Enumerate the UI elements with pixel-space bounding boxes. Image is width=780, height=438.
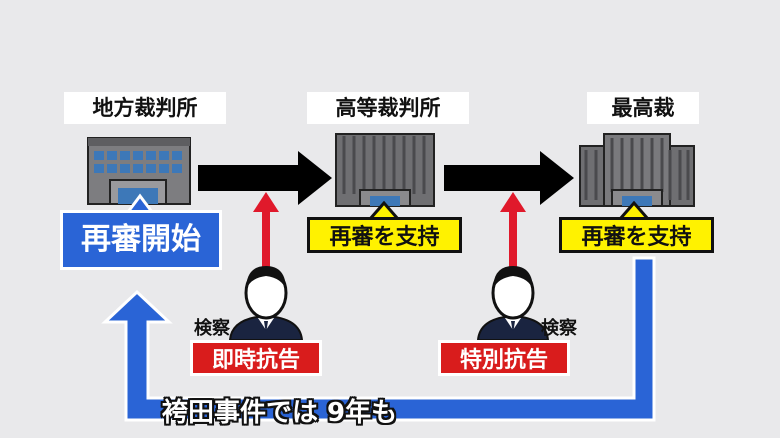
prosecutor-person-icon — [228, 266, 304, 341]
return-arrow — [101, 256, 656, 422]
caption: 袴田事件では 9年も — [162, 398, 398, 428]
prosecutor-person-icon — [476, 266, 550, 341]
supreme-decision-tag: 再審を支持 — [559, 217, 714, 253]
flow-arrow-district-to-high — [198, 151, 332, 205]
prosecutor-label-1: 検察 — [194, 318, 230, 339]
flow-arrow-high-to-supreme — [444, 151, 574, 205]
appeal-arrow-1 — [253, 192, 279, 272]
district-court-label: 地方裁判所 — [64, 92, 226, 124]
high-court-label: 高等裁判所 — [307, 92, 469, 124]
appeal-arrow-2 — [500, 192, 526, 272]
immediate-appeal-tag: 即時抗告 — [190, 340, 322, 376]
high-decision-tag: 再審を支持 — [307, 217, 462, 253]
supreme-court-label: 最高裁 — [587, 92, 699, 124]
special-appeal-tag: 特別抗告 — [438, 340, 570, 376]
high-court-building-icon — [335, 133, 435, 207]
district-court-building-icon — [87, 137, 191, 205]
prosecutor-label-2: 検察 — [541, 318, 577, 339]
district-decision-tag: 再審開始 — [60, 210, 222, 270]
supreme-court-building-icon — [579, 133, 695, 207]
